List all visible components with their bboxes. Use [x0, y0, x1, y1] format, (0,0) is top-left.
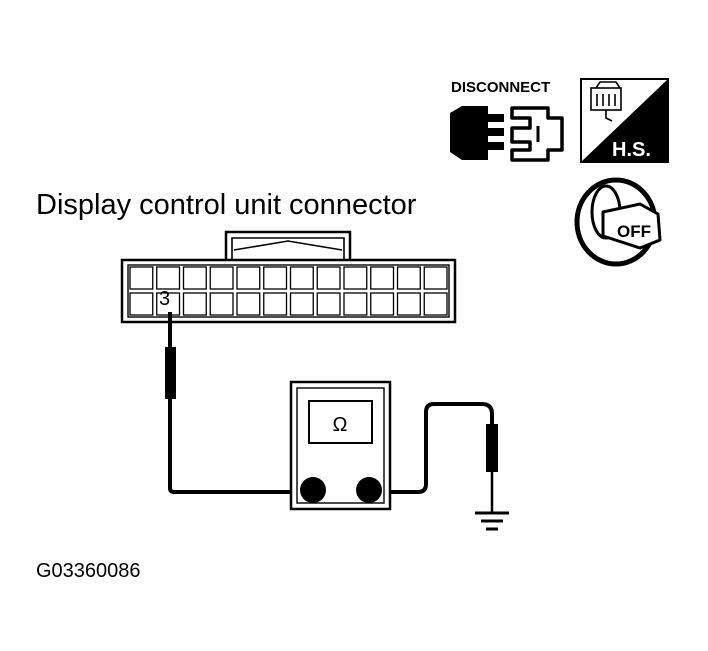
probe-ground-side [486, 424, 498, 512]
ignition-off-icon: OFF [574, 177, 662, 267]
test-lead-wire-left [168, 312, 302, 494]
test-lead-wire-right [370, 402, 494, 494]
pin-cavity [129, 266, 154, 290]
meter-terminal-right [356, 477, 382, 503]
connector-title: Display control unit connector [36, 189, 417, 221]
pin-cavity [236, 292, 261, 316]
pin-cavity [263, 266, 288, 290]
meter-terminal-left [300, 477, 326, 503]
pin-cavity [182, 292, 207, 316]
hs-label: H.S. [612, 139, 651, 161]
disconnect-label: DISCONNECT [451, 79, 550, 96]
pin-cavity [316, 266, 341, 290]
ground-icon [475, 511, 509, 531]
pin-cavity [236, 266, 261, 290]
ohmmeter: Ω [289, 380, 392, 511]
probe-connector-side [165, 347, 176, 404]
pin-cavity [182, 266, 207, 290]
pin-cavity [343, 292, 368, 316]
pin-cavity [423, 266, 448, 290]
pin-cavity [423, 292, 448, 316]
pin-cavity [263, 292, 288, 316]
connector-pin-grid [129, 266, 448, 316]
pin-cavity [370, 266, 395, 290]
pin-cavity [396, 266, 421, 290]
display-control-unit-connector: 3 [120, 230, 457, 324]
pin-cavity [209, 266, 234, 290]
hs-icon: H.S. [580, 78, 669, 163]
pin-cavity [343, 266, 368, 290]
pin-3-label: 3 [159, 288, 170, 310]
pin-cavity [289, 266, 314, 290]
pin-cavity [289, 292, 314, 316]
pin-cavity [370, 292, 395, 316]
pin-cavity [316, 292, 341, 316]
pin-cavity [156, 266, 181, 290]
pin-cavity [396, 292, 421, 316]
pin-cavity [209, 292, 234, 316]
key-off-label: OFF [617, 222, 651, 241]
disconnect-icon: DISCONNECT [450, 79, 564, 162]
pin-cavity [129, 292, 154, 316]
ohm-symbol: Ω [333, 414, 348, 436]
harness-icon [590, 81, 622, 122]
figure-code: G03360086 [36, 560, 141, 582]
meter-display [308, 400, 373, 444]
